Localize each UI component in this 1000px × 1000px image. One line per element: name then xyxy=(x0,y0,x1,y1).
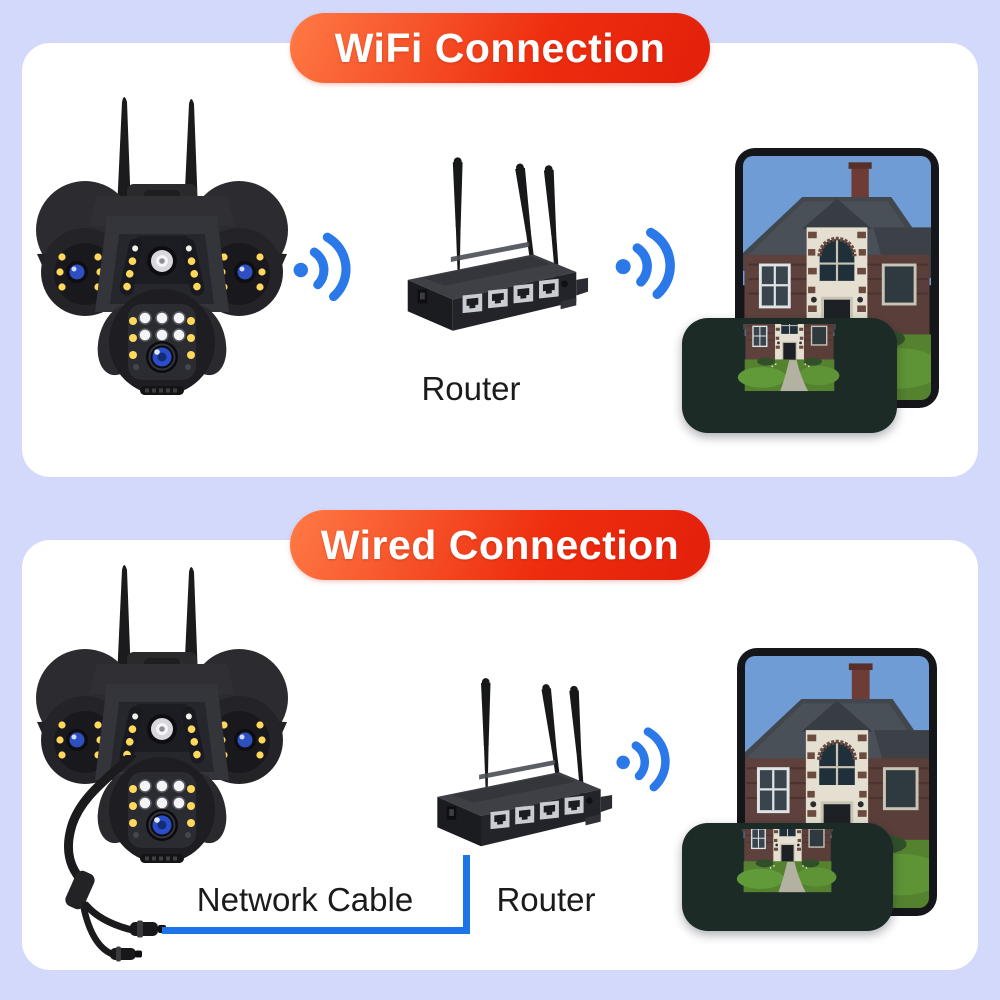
phone-screen-house-view xyxy=(688,324,891,427)
phone-device xyxy=(682,318,897,433)
network-cable-line-vertical xyxy=(463,855,470,934)
network-cable-line-horizontal xyxy=(162,927,468,934)
wifi-connection-banner: WiFi Connection xyxy=(290,13,710,83)
phone-screen-house-view xyxy=(688,829,887,925)
router-image xyxy=(394,152,590,344)
wired-connection-title: Wired Connection xyxy=(320,521,680,568)
wifi-signal-icon xyxy=(287,225,372,309)
phone-device xyxy=(682,823,893,931)
wired-connection-banner: Wired Connection xyxy=(290,510,710,580)
wifi-signal-icon xyxy=(610,717,690,801)
router-label: Router xyxy=(496,881,596,918)
wifi-signal-icon xyxy=(609,220,697,307)
router-label: Router xyxy=(421,370,521,407)
security-camera-image xyxy=(33,90,291,400)
pigtail-cable-image xyxy=(40,755,170,970)
network-cable-label: Network Cable xyxy=(196,881,414,918)
router-image xyxy=(424,672,614,860)
wifi-connection-title: WiFi Connection xyxy=(334,24,666,71)
